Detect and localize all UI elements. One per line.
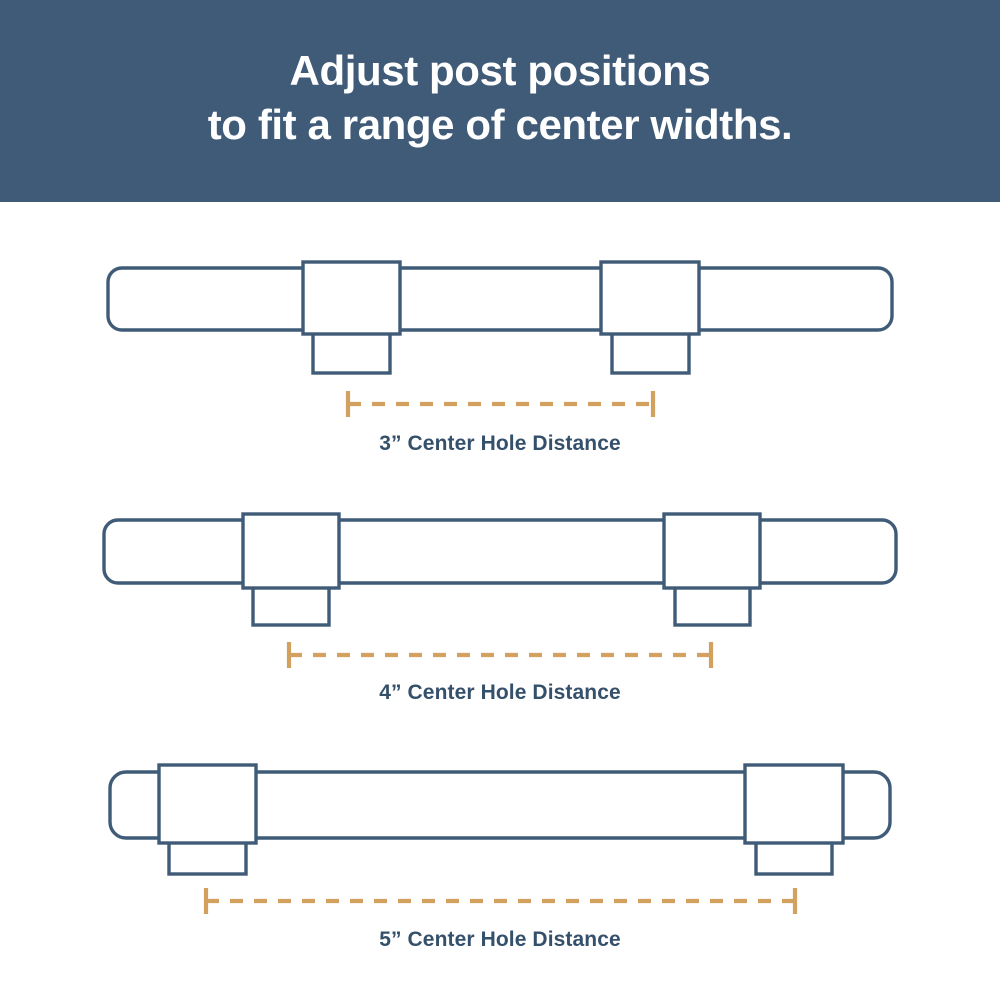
handle-5-inch-label: 5” Center Hole Distance xyxy=(379,928,621,951)
handle-3-inch-label: 3” Center Hole Distance xyxy=(379,432,621,455)
post-left xyxy=(157,763,258,876)
post-right-block xyxy=(662,512,762,590)
post-left-block xyxy=(301,260,402,336)
handle-4-inch xyxy=(0,500,1000,678)
handle-3-inch-drawing xyxy=(106,260,894,417)
banner-title-line-1: Adjust post positions xyxy=(289,47,711,94)
post-right-block xyxy=(743,763,845,845)
handle-4-inch-dimension-line xyxy=(286,642,714,668)
post-right xyxy=(599,260,701,375)
handle-5-inch-drawing xyxy=(108,763,892,914)
handle-bar xyxy=(102,518,898,585)
handle-4-inch-label: 4” Center Hole Distance xyxy=(379,681,621,704)
handle-5-inch xyxy=(0,751,1000,924)
banner-title-line-2: to fit a range of center widths. xyxy=(207,101,793,148)
post-left-block xyxy=(157,763,258,845)
handle-bar xyxy=(108,770,892,840)
handle-3-inch xyxy=(0,248,1000,427)
handle-bar xyxy=(106,266,894,332)
post-right xyxy=(743,763,845,876)
handle-5-inch-dimension-line xyxy=(203,888,798,914)
handle-4-inch-drawing xyxy=(102,512,898,668)
post-right xyxy=(662,512,762,627)
post-left xyxy=(301,260,402,375)
handle-3-inch-dimension-line xyxy=(345,391,656,417)
post-right-block xyxy=(599,260,701,336)
post-left-block xyxy=(241,512,341,590)
diagram-stack: 3” Center Hole Distance 4” Center Hole Di… xyxy=(0,202,1000,1000)
header-banner: Adjust post positions to fit a range of … xyxy=(0,0,1000,202)
post-left xyxy=(241,512,341,627)
